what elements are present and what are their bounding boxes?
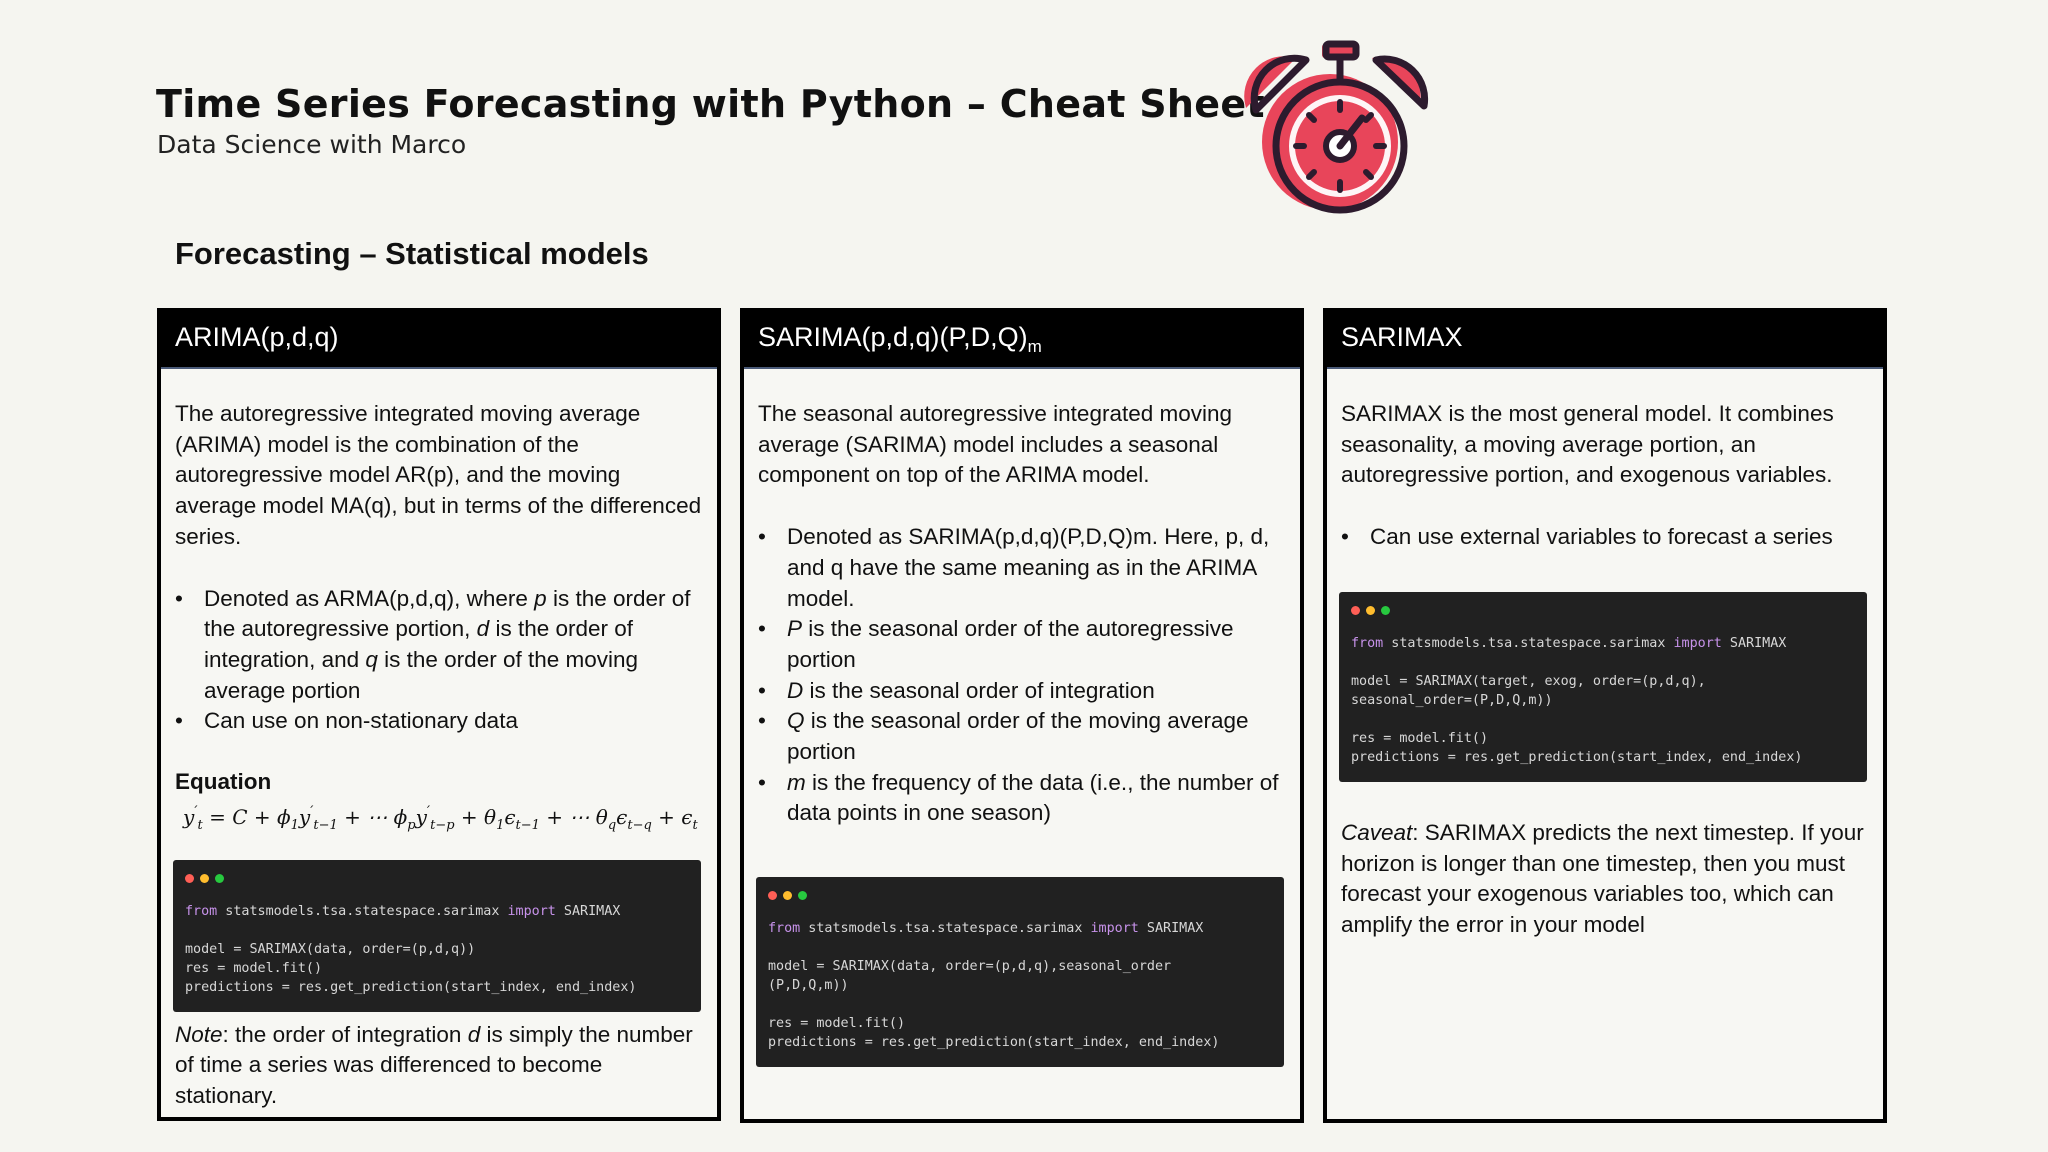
bullet-list: Denoted as SARIMA(p,d,q)(P,D,Q)m. Here, … bbox=[758, 522, 1288, 829]
bullet-list: Denoted as ARMA(p,d,q), where p is the o… bbox=[175, 584, 705, 738]
card-sarimax: SARIMAX SARIMAX is the most general mode… bbox=[1323, 308, 1887, 1123]
card-title: SARIMAX bbox=[1327, 312, 1883, 369]
note-text: Note: the order of integration d is simp… bbox=[175, 1021, 693, 1109]
card-sarima: SARIMA(p,d,q)(P,D,Q)m The seasonal autor… bbox=[740, 308, 1304, 1123]
card-arima: ARIMA(p,d,q) The autoregressive integrat… bbox=[157, 308, 721, 1121]
window-dots bbox=[185, 870, 689, 886]
list-item: Can use on non-stationary data bbox=[175, 706, 705, 737]
page-subtitle: Data Science with Marco bbox=[157, 130, 467, 159]
list-item: Q is the seasonal order of the moving av… bbox=[758, 706, 1288, 767]
equation-label: Equation bbox=[175, 769, 272, 795]
code-block[interactable]: from statsmodels.tsa.statespace.sarimax … bbox=[1339, 591, 1867, 782]
bullet-list: Can use external variables to forecast a… bbox=[1341, 522, 1871, 553]
list-item: Denoted as ARMA(p,d,q), where p is the o… bbox=[175, 584, 705, 707]
window-dots bbox=[1351, 602, 1855, 618]
window-dots bbox=[768, 887, 1272, 903]
list-item: m is the frequency of the data (i.e., th… bbox=[758, 768, 1288, 829]
card-intro: The seasonal autoregressive integrated m… bbox=[758, 401, 1233, 488]
list-item: Denoted as SARIMA(p,d,q)(P,D,Q)m. Here, … bbox=[758, 522, 1288, 614]
arima-equation: y′t = C + ϕ1y′t−1 + ⋯ ϕpy′t−p + θ1ϵt−1 +… bbox=[183, 803, 698, 833]
page-title: Time Series Forecasting with Python – Ch… bbox=[156, 82, 1265, 126]
section-title: Forecasting – Statistical models bbox=[175, 236, 649, 271]
list-item: P is the seasonal order of the autoregre… bbox=[758, 614, 1288, 675]
list-item: D is the seasonal order of integration bbox=[758, 676, 1288, 707]
card-title: SARIMA(p,d,q)(P,D,Q)m bbox=[744, 312, 1300, 369]
code-block[interactable]: from statsmodels.tsa.statespace.sarimax … bbox=[756, 877, 1284, 1068]
code-block[interactable]: from statsmodels.tsa.statespace.sarimax … bbox=[173, 859, 701, 1012]
caveat-text: Caveat: SARIMAX predicts the next timest… bbox=[1341, 819, 1864, 937]
card-intro: SARIMAX is the most general model. It co… bbox=[1341, 401, 1834, 488]
card-title: ARIMA(p,d,q) bbox=[161, 312, 717, 369]
list-item: Can use external variables to forecast a… bbox=[1341, 522, 1871, 553]
stopwatch-icon bbox=[1244, 40, 1429, 214]
card-intro: The autoregressive integrated moving ave… bbox=[175, 401, 702, 549]
